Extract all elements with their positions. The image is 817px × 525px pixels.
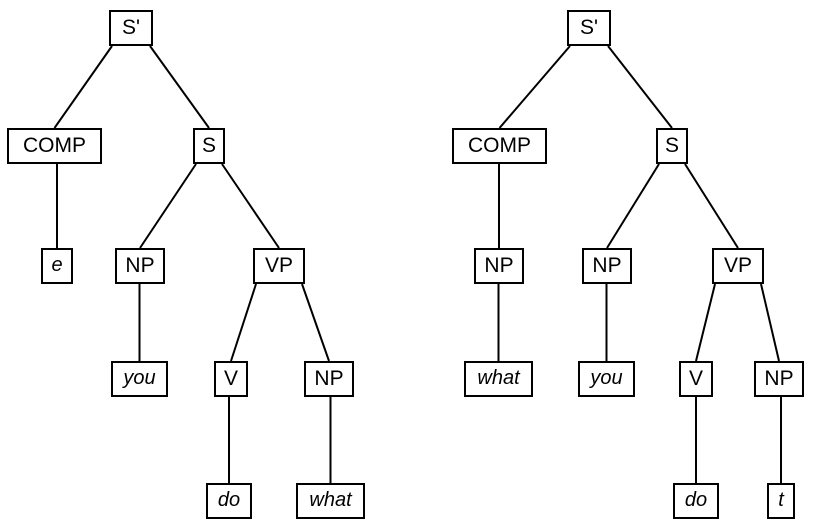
tree-node-r-do: do [673, 483, 719, 519]
tree-node-label: NP [484, 253, 514, 277]
tree-node-label: what [309, 489, 352, 511]
tree-node-label: do [217, 489, 241, 511]
tree-node-r-np1: NP [582, 248, 632, 284]
tree-node-label: t [778, 489, 784, 511]
tree-node-label: COMP [23, 133, 86, 157]
tree-node-label: V [223, 366, 238, 390]
tree-edge [149, 45, 210, 129]
tree-node-label: NP [125, 253, 155, 277]
tree-node-label: NP [764, 366, 794, 390]
tree-node-r-what: what [464, 361, 533, 397]
tree-edge [230, 283, 257, 362]
tree-node-label: what [477, 367, 520, 389]
tree-node-r-np2: NP [754, 361, 804, 397]
tree-node-label: COMP [468, 133, 531, 157]
tree-node-label: do [684, 489, 708, 511]
tree-node-l-vp: VP [253, 248, 305, 284]
tree-node-l-what: what [296, 483, 365, 519]
tree-node-label: you [590, 367, 623, 389]
tree-node-label: S [201, 133, 216, 157]
tree-edge [606, 163, 660, 249]
tree-edge [695, 283, 716, 362]
tree-edge [498, 45, 571, 129]
tree-node-r-np0: NP [474, 248, 524, 284]
tree-node-r-comp: COMP [452, 128, 547, 164]
tree-node-label: V [688, 366, 703, 390]
tree-node-label: e [51, 254, 63, 276]
tree-node-r-you: you [578, 361, 635, 397]
tree-node-l-comp: COMP [7, 128, 102, 164]
tree-node-label: S' [121, 15, 141, 39]
tree-node-l-you: you [111, 361, 168, 397]
tree-edge [139, 163, 197, 249]
tree-node-r-sbar: S' [567, 10, 611, 46]
tree-edge [607, 45, 673, 129]
tree-node-r-t: t [767, 483, 795, 519]
tree-node-l-s: S [193, 128, 225, 164]
tree-node-label: you [123, 367, 156, 389]
tree-node-r-v: V [679, 361, 713, 397]
tree-edge [301, 283, 330, 362]
tree-node-label: S [664, 133, 679, 157]
tree-node-r-vp: VP [712, 248, 764, 284]
tree-node-l-v: V [214, 361, 248, 397]
tree-edge [760, 283, 780, 362]
tree-node-label: VP [723, 253, 752, 277]
tree-node-r-s: S [656, 128, 688, 164]
tree-node-label: NP [314, 366, 344, 390]
tree-node-label: NP [592, 253, 622, 277]
tree-node-l-do: do [206, 483, 252, 519]
tree-node-l-np1: NP [115, 248, 165, 284]
tree-node-l-np2: NP [304, 361, 354, 397]
tree-edge [221, 163, 280, 249]
tree-node-l-e: e [41, 248, 73, 284]
tree-edge [684, 163, 739, 249]
tree-node-l-sbar: S' [109, 10, 153, 46]
tree-node-label: S' [579, 15, 599, 39]
tree-edge [53, 45, 113, 129]
tree-node-label: VP [264, 253, 293, 277]
